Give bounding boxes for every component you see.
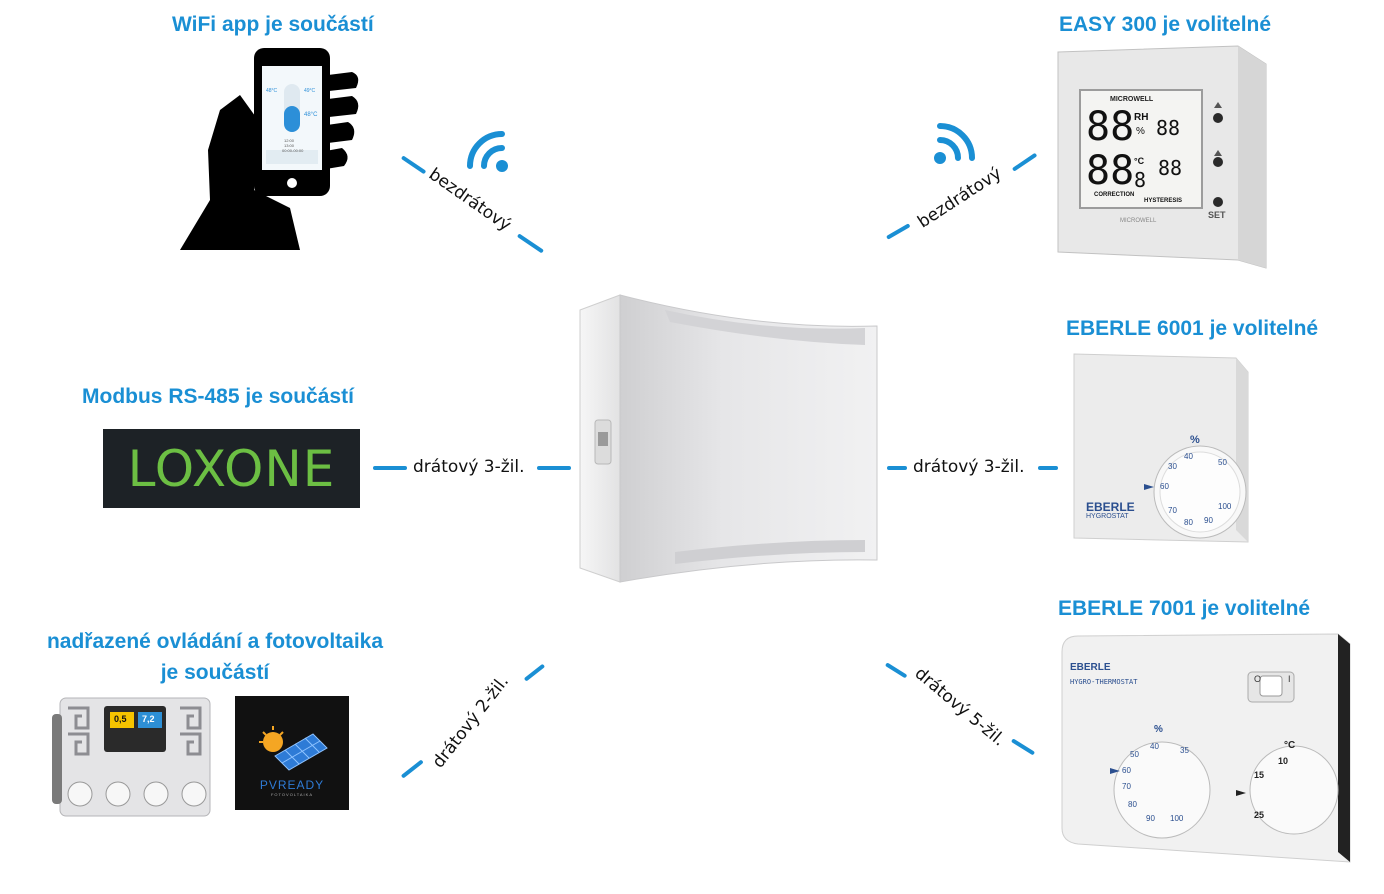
eberle7001-hum-tick-7: 100	[1170, 814, 1184, 823]
connection-label-eberle7001: drátový 5-žil.	[909, 662, 1011, 752]
eberle6001-tick-5: 80	[1184, 518, 1193, 527]
connector-phone-dash-b	[516, 233, 544, 254]
nadrazene-title: nadřazené ovládání a fotovoltaika je sou…	[20, 626, 410, 688]
eberle7001-temp-tick-2: 25	[1254, 810, 1265, 820]
eberle6001-model: HYGROSTAT	[1086, 513, 1129, 520]
eberle7001-temp-tick-0: 10	[1278, 756, 1289, 766]
connector-e6001-dash-a	[887, 466, 907, 470]
eberle6001-tick-6: 90	[1204, 516, 1213, 525]
connector-easy-dash-b	[1011, 152, 1038, 172]
phone-screen-left-temp: 48°C	[266, 88, 278, 94]
easy300-temp-unit: °C	[1134, 156, 1145, 166]
eberle7001-hum-tick-6: 90	[1146, 814, 1155, 823]
connector-loxone-dash-b	[537, 466, 571, 470]
phone-screen-time3: 00:00-00:00	[282, 148, 304, 153]
connection-label-loxone: drátový 3-žil.	[411, 457, 527, 477]
loxone-logo-text: LOXONE	[127, 439, 336, 498]
pool-control-unit: 0,5 7,2	[52, 694, 216, 824]
pool-display-value-1: 0,5	[114, 714, 127, 724]
wifi-icon-right	[926, 118, 986, 178]
eberle7001-temp-tick-1: 15	[1254, 770, 1265, 780]
easy300-device: MICROWELL 88 RH % 88 88 8 °C 88 CORRECTI…	[1048, 42, 1268, 270]
loxone-logo: LOXONE	[103, 429, 360, 508]
nadrazene-title-line1: nadřazené ovládání a fotovoltaika	[46, 630, 384, 653]
eberle7001-hum-tick-4: 70	[1122, 782, 1131, 791]
easy300-footer-brand: MICROWELL	[1120, 218, 1157, 224]
eberle6001-tick-0: 30	[1168, 462, 1177, 471]
phone-screen-time2: 13:00	[284, 143, 295, 148]
pool-display-value-2: 7,2	[142, 714, 155, 724]
easy300-rh-unit: RH	[1134, 112, 1149, 123]
eberle7001-temp-unit: °C	[1284, 740, 1296, 751]
connector-e6001-dash-b	[1038, 466, 1058, 470]
pvready-logo: PVREADY FOTOVOLTAIKA	[235, 696, 349, 810]
eberle7001-brand: EBERLE	[1070, 662, 1111, 673]
eberle6001-tick-3: 60	[1160, 482, 1169, 491]
eberle7001-hum-tick-0: 40	[1150, 742, 1159, 751]
connector-phone-dash-a	[400, 155, 427, 175]
eberle7001-device: EBERLE HYGRO-THERMOSTAT O I % 40 35 50 6…	[1058, 632, 1354, 864]
connector-pool-dash-b	[523, 663, 546, 682]
connection-label-pool: drátový 2-žil.	[427, 670, 515, 774]
phone-screen-time1: 12:00	[284, 138, 295, 143]
modbus-title: Modbus RS-485 je součástí	[82, 385, 354, 408]
pvready-logo-subtext: FOTOVOLTAIKA	[270, 792, 313, 797]
wifi-app-title: WiFi app je součástí	[172, 13, 374, 36]
phone-screen-temp: 48°C	[304, 112, 318, 118]
eberle6001-device: % 30 40 50 60 70 80 90 100 EBERLE HYGROS…	[1068, 350, 1252, 544]
connector-e7001-dash-b	[1010, 738, 1036, 756]
easy300-temp-value: 88	[1086, 148, 1135, 194]
eberle7001-hum-tick-5: 80	[1128, 800, 1137, 809]
easy300-correction-label: CORRECTION	[1094, 192, 1135, 198]
wifi-icon-left	[456, 118, 516, 178]
easy300-rh-small: 88	[1156, 116, 1181, 140]
easy300-hysteresis-label: HYSTERESIS	[1144, 198, 1183, 204]
eberle7001-hum-tick-3: 60	[1122, 766, 1131, 775]
eberle7001-hum-tick-1: 35	[1180, 746, 1189, 755]
eberle6001-tick-1: 40	[1184, 452, 1193, 461]
connector-e7001-dash-a	[884, 662, 908, 679]
connector-loxone-dash-a	[373, 466, 407, 470]
eberle7001-hum-tick-2: 50	[1130, 750, 1139, 759]
easy300-temp-decimal: 8	[1134, 168, 1147, 192]
eberle6001-tick-4: 70	[1168, 506, 1177, 515]
easy300-title: EASY 300 je volitelné	[1059, 13, 1272, 36]
phone-screen-right-temp: 49°C	[304, 88, 316, 94]
easy300-rh-percent: %	[1136, 126, 1145, 137]
eberle7001-title: EBERLE 7001 je volitelné	[1058, 597, 1311, 620]
connector-pool-dash-a	[400, 759, 424, 779]
eberle7001-model: HYGRO-THERMOSTAT	[1070, 678, 1138, 686]
eberle6001-tick-2: 50	[1218, 458, 1227, 467]
eberle6001-brand: EBERLE	[1086, 500, 1135, 514]
central-dehumidifier-unit	[575, 290, 885, 590]
eberle6001-title: EBERLE 6001 je volitelné	[1066, 317, 1319, 340]
connection-label-eberle6001: drátový 3-žil.	[911, 457, 1027, 477]
easy300-rh-value: 88	[1086, 104, 1135, 150]
pvready-logo-text: PVREADY	[259, 778, 325, 792]
eberle7001-hum-unit: %	[1154, 724, 1163, 735]
connector-easy-dash-a	[886, 223, 911, 240]
eberle7001-switch-on: I	[1288, 674, 1291, 684]
eberle6001-unit: %	[1190, 434, 1200, 446]
phone-in-hand-illustration: 48°C 48°C 49°C 12:00 13:00 00:00-00:00	[180, 40, 370, 252]
easy300-brand: MICROWELL	[1110, 96, 1154, 103]
easy300-set-label: SET	[1208, 210, 1226, 220]
eberle7001-switch-off: O	[1254, 674, 1262, 684]
eberle6001-tick-7: 100	[1218, 502, 1232, 511]
nadrazene-title-line2: je součástí	[160, 661, 270, 684]
easy300-temp-small: 88	[1158, 156, 1183, 180]
